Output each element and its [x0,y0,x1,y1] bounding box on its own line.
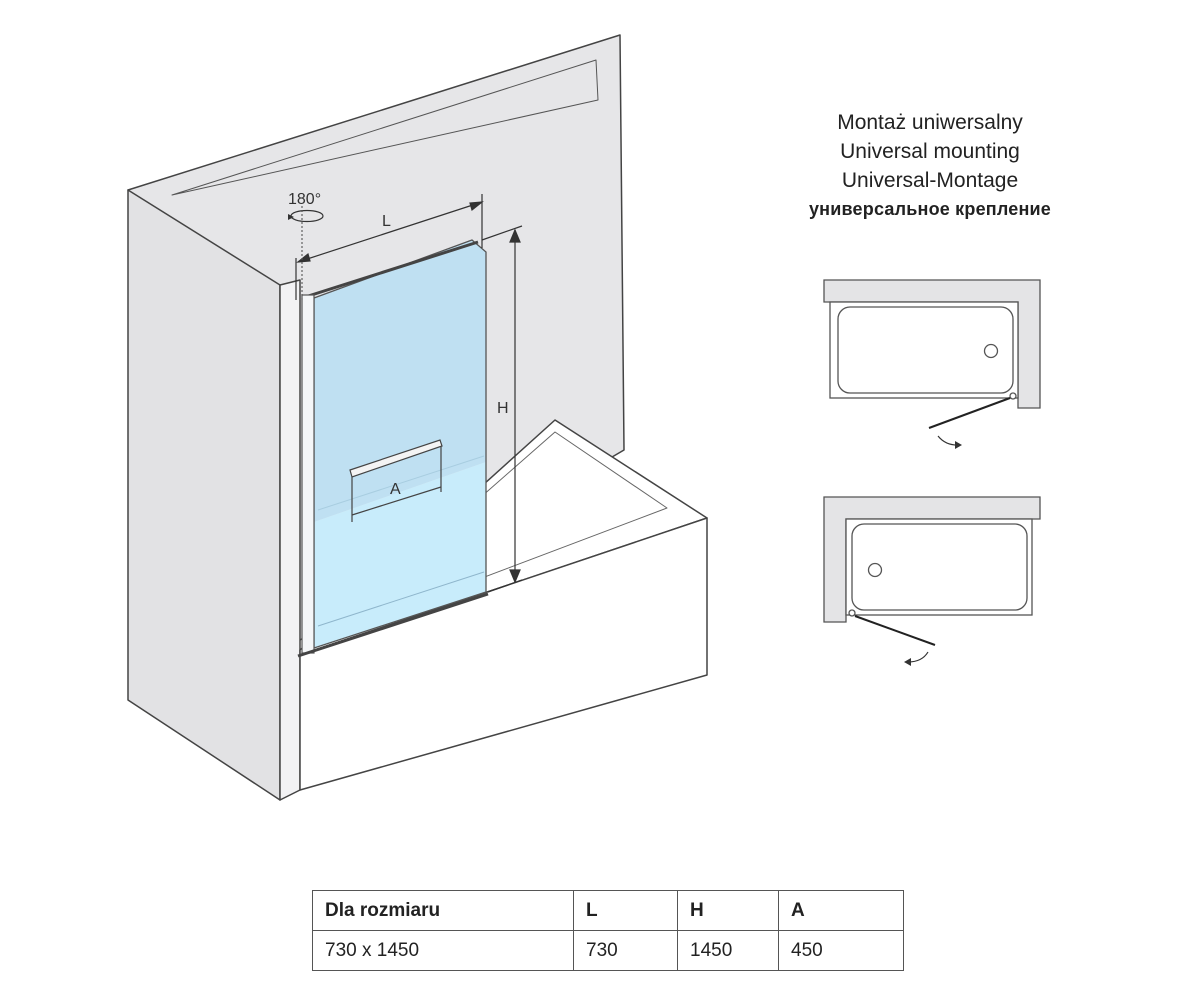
wall-side-face [127,189,281,801]
table-header-l: L [573,890,678,931]
mounting-title-en: Universal mounting [840,140,1020,163]
plan-glass-line [854,615,936,646]
plan-drain [867,562,883,578]
plan-view-left-hinge [823,496,1041,666]
glass-reflection-line [317,455,485,511]
swing-arrowhead-icon [955,441,962,449]
wall-edge-face [279,279,301,801]
height-label: H [497,400,509,417]
mounting-title-de: Universal-Montage [841,169,1019,192]
mounting-titles: Montaż uniwersalny Universal mounting Un… [780,108,1080,224]
rotation-label: 180° [288,191,321,208]
glass-panel-lower [314,462,486,648]
height-arrow-bottom [509,569,521,584]
swing-arrowhead-icon [904,658,911,666]
mounting-title-ru: универсальное крепление [808,199,1052,219]
rotation-indicator [288,206,324,300]
dimension-lines [295,194,523,593]
table-cell-a: 450 [778,930,904,971]
plan-hinge [848,609,856,617]
length-arrow-left [296,252,311,263]
plan-glass-line [928,397,1011,429]
plan-bathtub-basin [837,306,1014,394]
towel-bar-shape [349,439,443,478]
table-cell-l: 730 [573,930,678,971]
table-header-h: H [677,890,779,931]
glass-reflection-line [317,571,485,627]
height-arrow-top [509,228,521,243]
glass-screen [297,239,489,658]
wall-inner-outline [171,59,599,196]
plan-hinge [1009,392,1017,400]
size-table: Dla rozmiaru L H A 730 x 1450 730 1450 4… [312,890,904,971]
mounting-title-pl: Montaż uniwersalny [837,111,1023,134]
table-cell-size: 730 x 1450 [312,930,574,971]
length-arrow-right [469,201,484,212]
bathtub-front [299,517,708,791]
length-label: L [382,213,391,230]
table-row: 730 x 1450 730 1450 450 [312,930,904,971]
height-extension-top [481,225,523,241]
length-dimension-line [297,201,483,263]
table-cell-h: 1450 [677,930,779,971]
towel-bar [349,439,443,522]
wall-profile [301,294,315,654]
table-header-size: Dla rozmiaru [312,890,574,931]
bottom-profile [297,592,489,658]
handle-label: A [390,481,401,498]
plan-view-right-hinge [823,279,1041,449]
rotation-arrowhead-icon [288,214,294,220]
handle-dimension-line [351,486,442,516]
height-extension-bottom [487,579,523,593]
plan-drain [983,343,999,359]
top-profile [301,240,479,300]
table-header-row: Dla rozmiaru L H A [312,890,904,931]
glass-panel-upper [314,240,486,522]
table-header-a: A [778,890,904,931]
shower-screen-diagram: 180° L H A [127,34,1041,801]
plan-bathtub-basin [851,523,1028,611]
